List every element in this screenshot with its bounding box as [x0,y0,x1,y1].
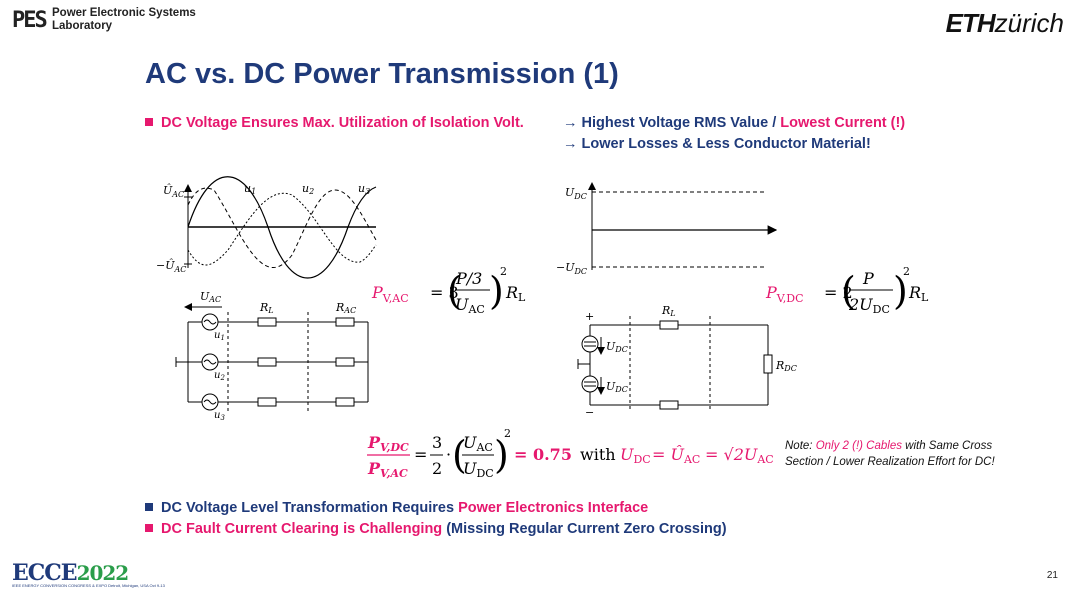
u2-wave [187,187,377,269]
slide-title: AC vs. DC Power Transmission (1) [145,58,619,90]
svg-text:= 2: = 2 [824,283,853,302]
svg-text:UAC: UAC [455,295,485,316]
formula-dc: PV,DC = 2 ( P 2UDC ) 2 RL [765,265,929,316]
ac-u3-label: u3 [358,182,370,196]
bottom-bullet-1: DC Voltage Level Transformation Requires… [145,500,648,516]
dc-ytop-label: UDC [565,186,587,201]
svg-text:RL: RL [505,283,526,304]
ecce-logo: ECCE2022 IEEE ENERGY CONVERSION CONGRESS… [12,560,165,588]
eth-bold: ETH [945,8,996,38]
ac-circuit-u3: u3 [214,410,225,422]
svg-text:): ) [494,433,509,477]
note-pink: Only 2 (!) Cables [815,440,902,452]
ac-u2-label: u2 [302,182,314,196]
bottom-bullet-2-b: (Missing Regular Current Zero Crossing) [446,521,727,537]
svg-text:2UDC: 2UDC [848,295,890,316]
top-bullet: DC Voltage Ensures Max. Utilization of I… [145,115,524,131]
svg-text:3: 3 [432,433,442,452]
svg-text:2: 2 [500,265,507,278]
bottom-bullet-2: DC Fault Current Clearing is Challenging… [145,521,727,537]
note-line2: Section / Lower Realization Effort for D… [785,456,995,468]
pes-logo-mark: PES [12,8,48,33]
svg-text:PV,DC: PV,DC [367,433,409,454]
ac-circuit-rac: RAC [335,301,356,315]
svg-text:): ) [893,269,908,313]
eth-logo: ETHzürich [946,8,1064,39]
ac-ytop-label: ÛAC [163,183,184,199]
ratio-formula: PV,DC PV,AC = 3 2 · ( UAC UDC ) 2 = 0.75… [367,427,774,480]
svg-text:UDC: UDC [463,459,494,480]
dc-circuit-udc1: UDC [606,340,628,354]
ac-waveform-plot [184,176,377,279]
svg-text:UAC: UAC [463,433,493,454]
arrow1-text: → Highest Voltage RMS Value / [563,115,781,131]
svg-text:(: ( [447,269,462,313]
arrow1-pink: Lowest Current (!) [780,115,906,131]
top-bullet-text: DC Voltage Ensures Max. Utilization of I… [161,115,524,131]
dc-circuit [577,316,773,412]
ac-u1-label: u1 [244,182,256,196]
bottom-bullet-2-a: DC Fault Current Clearing is Challenging [161,521,447,537]
svg-text:= 0.75: = 0.75 [514,445,572,464]
svg-text:PV,AC: PV,AC [367,459,408,480]
eth-rest: zürich [994,8,1064,38]
svg-text:(: ( [452,433,467,477]
note-rest: with Same Cross [901,440,993,452]
u1-wave [187,176,377,279]
svg-text:= √2UAC: = √2UAC [705,445,774,466]
svg-text:UDC: UDC [620,445,651,466]
svg-text:=: = [414,445,427,464]
svg-text:= ÛAC: = ÛAC [652,444,700,466]
ecce-text: ECCE [12,560,78,586]
note-text: Note: Only 2 (!) Cables with Same Cross … [785,438,995,470]
arrow-line-1: → Highest Voltage RMS Value / Lowest Cur… [563,115,905,131]
svg-text:= 3: = 3 [430,283,459,302]
svg-text:·: · [446,445,451,464]
dc-circuit-udc2: UDC [606,380,628,394]
svg-text:RL: RL [908,283,929,304]
bottom-bullet-1-a: DC Voltage Level Transformation Requires [161,500,459,516]
svg-text:P/3: P/3 [455,269,482,288]
ac-circuit-uac: UAC [200,290,221,304]
bullet-square [145,524,153,533]
page-number: 21 [1046,570,1058,581]
bullet-square [145,118,153,127]
svg-text:PV,AC: PV,AC [371,283,409,305]
svg-text:2: 2 [903,265,910,278]
svg-text:(: ( [841,269,856,313]
u3-wave [187,192,377,266]
ac-ybot-label: −ÛAC [156,258,186,274]
svg-text:P: P [862,269,874,288]
svg-text:2: 2 [504,427,511,440]
ac-circuit-u1: u1 [214,330,225,342]
bullet-square [145,503,153,512]
dc-waveform-plot [588,182,778,270]
dc-circuit-rdc: RDC [775,359,797,373]
svg-text:): ) [489,269,504,313]
svg-text:with: with [580,445,616,464]
note-prefix: Note: [785,440,816,452]
formula-ac: PV,AC = 3 ( P/3 UAC ) 2 RL [371,265,526,316]
ecce-year: 2022 [76,561,130,585]
pes-line2: Laboratory [52,20,113,32]
svg-text:2: 2 [432,459,442,478]
bottom-bullet-1-b: Power Electronics Interface [458,500,649,516]
dc-circuit-rl: RL [661,304,676,318]
dc-plus: + [585,310,594,323]
pes-line1: Power Electronic Systems [52,7,196,19]
ac-circuit-rl: RL [259,301,274,315]
dc-ybot-label: −UDC [556,261,587,276]
ac-circuit-u2: u2 [214,370,225,382]
ecce-small: IEEE ENERGY CONVERSION CONGRESS & EXPO D… [12,583,165,588]
ac-circuit [175,303,369,412]
pes-lab-name: Power Electronic Systems Laboratory [52,7,196,33]
dc-minus: − [585,406,594,419]
arrow-line-2: → Lower Losses & Less Conductor Material… [563,136,871,152]
svg-text:PV,DC: PV,DC [765,283,804,305]
